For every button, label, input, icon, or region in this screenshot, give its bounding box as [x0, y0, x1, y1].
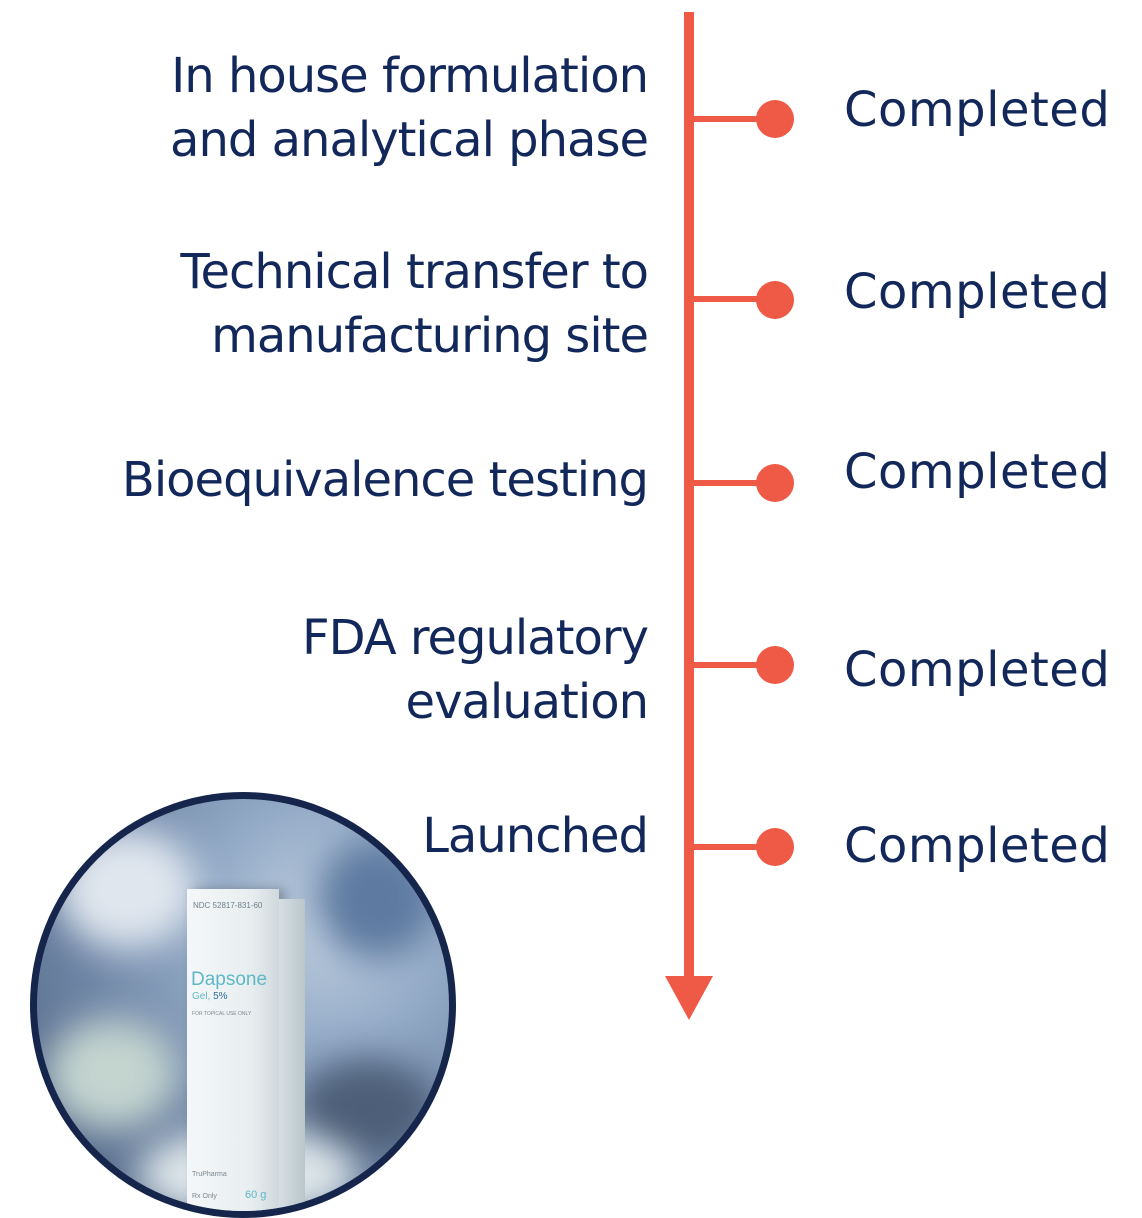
stage-label-tech-transfer: Technical transfer to manufacturing site — [180, 240, 649, 368]
stage-marker — [756, 828, 794, 866]
stage-label-fda: FDA regulatory evaluation — [302, 606, 649, 734]
product-use: FOR TOPICAL USE ONLY — [192, 1011, 252, 1017]
product-amount: 60 g — [245, 1189, 267, 1201]
stage-connector — [694, 480, 774, 486]
stage-marker — [756, 646, 794, 684]
stage-marker — [756, 100, 794, 138]
stage-label-line: evaluation — [405, 674, 649, 730]
product-ndc: NDC 52817-831-60 — [193, 901, 263, 910]
product-photo: NDC 52817-831-60 Dapsone Gel, 5% FOR TOP… — [30, 792, 456, 1218]
stage-marker — [756, 464, 794, 502]
stage-label-line: FDA regulatory — [302, 610, 649, 666]
stage-label-bioequivalence: Bioequivalence testing — [121, 448, 649, 512]
photo-bokeh — [317, 839, 437, 959]
stage-connector — [694, 844, 774, 850]
product-strength: Gel, 5% — [192, 991, 228, 1002]
product-strength-value: 5% — [213, 991, 228, 1002]
product-strength-prefix: Gel, — [192, 991, 214, 1002]
stage-label-line: Technical transfer to — [180, 244, 649, 300]
timeline-axis — [684, 12, 694, 980]
timeline-arrowhead — [665, 976, 713, 1020]
stage-label-line: In house formulation — [171, 48, 649, 104]
photo-bokeh — [57, 829, 197, 949]
product-box-side — [279, 899, 305, 1211]
stage-connector — [694, 662, 774, 668]
stage-connector — [694, 296, 774, 302]
stage-status: Completed — [844, 818, 1111, 874]
photo-bokeh — [47, 1019, 177, 1129]
stage-connector — [694, 116, 774, 122]
product-box: NDC 52817-831-60 Dapsone Gel, 5% FOR TOP… — [187, 889, 279, 1211]
stage-label-line: manufacturing site — [211, 308, 649, 364]
stage-label-launched: Launched — [422, 804, 649, 868]
product-rx: Rx Only — [192, 1193, 217, 1200]
stage-status: Completed — [844, 82, 1111, 138]
product-name: Dapsone — [191, 969, 268, 990]
stage-marker — [756, 281, 794, 319]
product-brand: TruPharma — [192, 1171, 227, 1178]
stage-status: Completed — [844, 642, 1111, 698]
stage-label-line: Bioequivalence testing — [121, 452, 649, 508]
stage-status: Completed — [844, 264, 1111, 320]
stage-label-line: and analytical phase — [170, 112, 649, 168]
stage-status: Completed — [844, 444, 1111, 500]
stage-label-line: Launched — [422, 808, 649, 864]
stage-label-formulation: In house formulation and analytical phas… — [170, 44, 649, 172]
